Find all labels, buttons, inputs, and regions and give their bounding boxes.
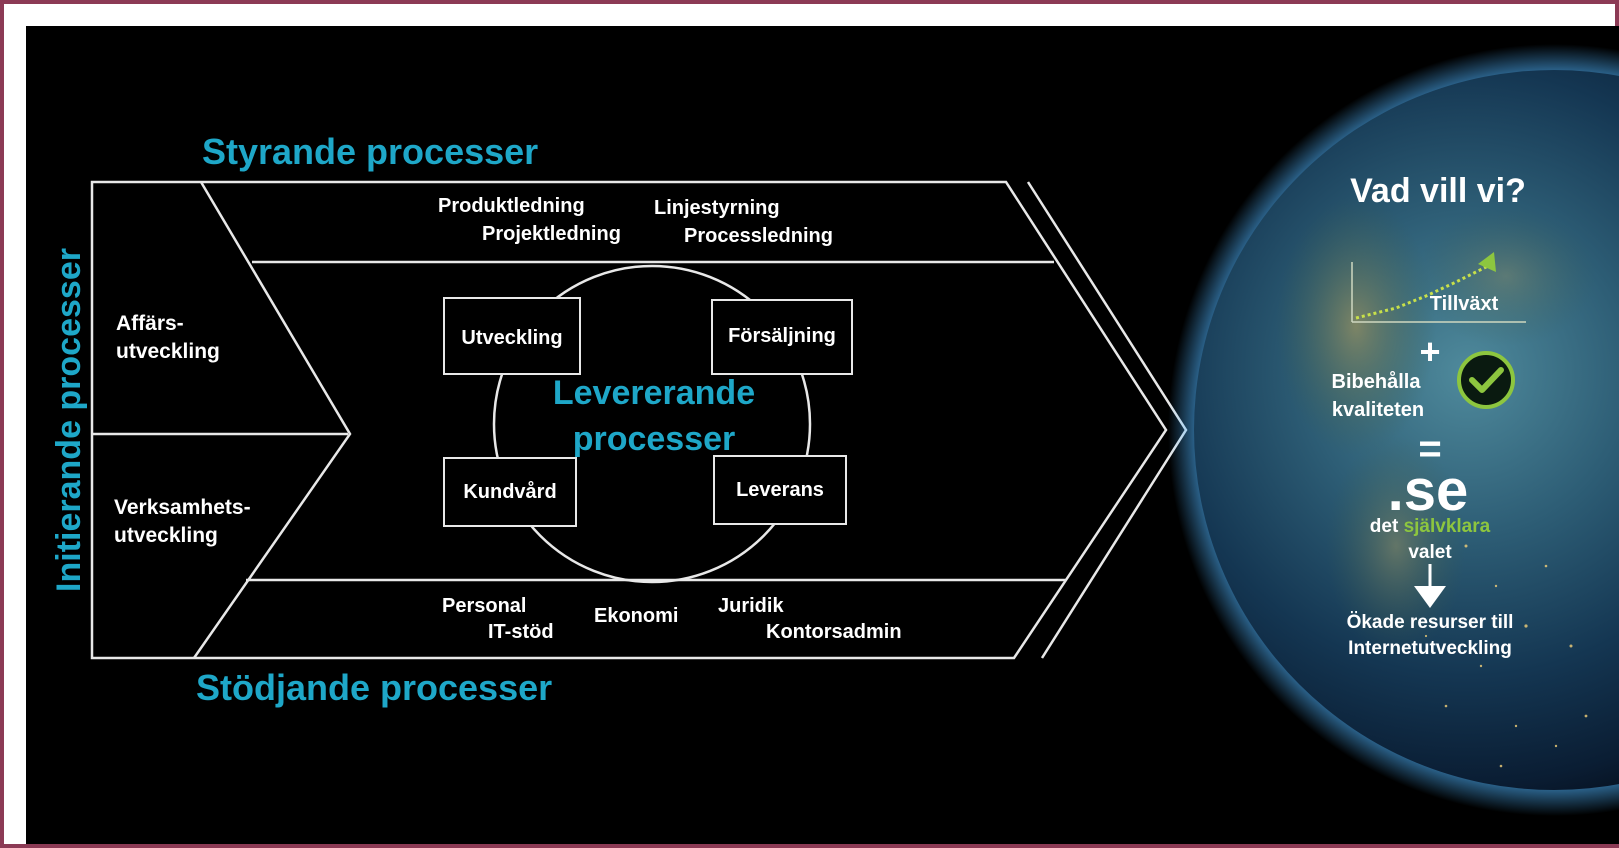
bottom-item-personal: Personal	[442, 595, 526, 617]
heading-levererande-line1: Levererande	[553, 374, 755, 412]
box-utveckling	[443, 297, 581, 375]
left-item-affars-2: utveckling	[116, 340, 220, 363]
check-icon	[1457, 351, 1515, 409]
initierande-chevron	[192, 181, 352, 659]
globe-growth: Tillväxt	[1430, 293, 1499, 315]
bottom-item-ekonomi: Ekonomi	[594, 605, 678, 627]
process-diagram: Styrande processer Stödjande processer I…	[50, 44, 1619, 816]
earth-globe	[1168, 44, 1619, 816]
left-item-affars-1: Affärs-	[116, 312, 184, 335]
globe-result-line2: Internetutveckling	[1348, 638, 1512, 659]
globe-brand: .se	[1388, 458, 1469, 523]
heading-initierande: Initierande processer	[50, 248, 88, 592]
globe-result-line1: Ökade resurser till	[1347, 612, 1514, 633]
growth-chart-icon	[1351, 252, 1526, 323]
tagline-highlight: självklara	[1404, 516, 1491, 537]
globe-plus: +	[1419, 331, 1440, 372]
box-kundvard	[443, 457, 577, 527]
diagram-stage: Styrande processer Stödjande processer I…	[26, 26, 1619, 844]
top-item-processledning: Processledning	[684, 225, 833, 247]
box-label-forsaljning: Försäljning	[728, 325, 836, 347]
heading-levererande-line2: processer	[573, 420, 736, 458]
left-item-verksamhets-2: utveckling	[114, 524, 218, 547]
box-label-utveckling: Utveckling	[461, 327, 562, 349]
top-item-linjestyrning: Linjestyrning	[654, 197, 780, 219]
globe-equals: =	[1418, 427, 1441, 471]
top-item-projektledning: Projektledning	[482, 223, 621, 245]
globe-tagline-line2: valet	[1408, 542, 1452, 563]
box-leverans	[713, 455, 847, 525]
bottom-item-it-stod: IT-stöd	[488, 621, 554, 643]
bottom-item-juridik: Juridik	[718, 595, 784, 617]
globe-quality-line2: kvaliteten	[1332, 399, 1424, 421]
globe-tagline-line1: det självklara	[1370, 516, 1491, 537]
bottom-item-kontorsadmin: Kontorsadmin	[766, 621, 902, 643]
outer-chevron	[90, 180, 1168, 660]
heading-stodjande: Stödjande processer	[196, 667, 552, 708]
box-label-leverans: Leverans	[736, 479, 824, 501]
arrow-down-icon	[1414, 564, 1446, 608]
top-item-produktledning: Produktledning	[438, 195, 585, 217]
box-label-kundvard: Kundvård	[463, 480, 556, 503]
globe-question: Vad vill vi?	[1350, 172, 1526, 210]
center-circle	[492, 264, 812, 584]
process-boxes	[443, 297, 853, 527]
box-forsaljning	[711, 299, 853, 375]
globe-quality-line1: Bibehålla	[1332, 370, 1422, 393]
left-item-verksamhets-1: Verksamhets-	[114, 496, 251, 519]
heading-styrande: Styrande processer	[202, 131, 538, 172]
tagline-pre: det	[1370, 516, 1404, 537]
